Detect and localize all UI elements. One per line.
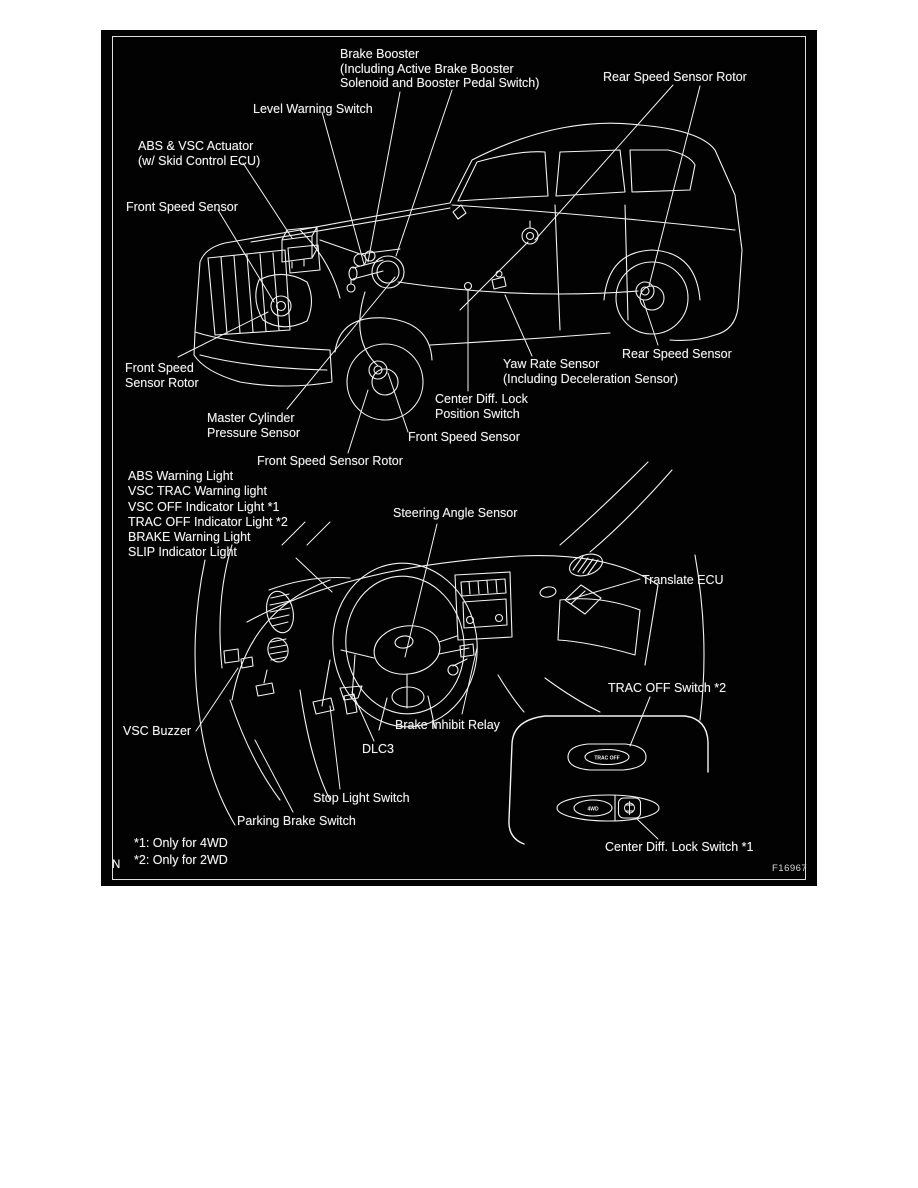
label-abs-vsc-actuator: ABS & VSC Actuator(w/ Skid Control ECU) [138,139,261,168]
label-parking-brake-switch: Parking Brake Switch [237,814,356,828]
diff-lock-icon [624,801,635,815]
leader-brake-booster-2 [395,89,453,257]
vehicle-drawing [193,122,743,421]
label-center-diff-lock-switch: Center Diff. Lock Switch *1 [605,840,754,854]
label-dlc3: DLC3 [362,742,394,756]
leader-front-rotor-bottom [347,389,369,454]
leader-front-speed-sensor-upper [217,209,275,303]
leader-steering-angle-sensor [404,523,438,658]
figure-code: F16967 [772,863,808,874]
leader-brake-booster-1 [367,91,401,263]
leader-brake-inhibit-relay [461,647,478,715]
label-steering-angle-sensor: Steering Angle Sensor [393,506,518,520]
leader-trac-off-switch [629,696,651,747]
leader-warning-lights-3 [295,557,333,593]
leader-dlc3 [351,691,375,742]
trac-off-switch-drawing: TRAC OFF [567,743,647,771]
label-rear-speed-sensor: Rear Speed Sensor [622,347,732,361]
leader-abs-vsc-actuator [242,162,293,239]
inset-panel [508,715,709,845]
label-footnote-1: *1: Only for 4WD [134,836,228,850]
leader-parking-brake-switch [254,739,294,813]
diff-lock-button [617,797,642,819]
leader-center-diff-switch [635,817,659,840]
label-yaw-rate-sensor: Yaw Rate Sensor(Including Deceleration S… [503,357,679,386]
label-stop-light-switch: Stop Light Switch [313,791,410,805]
label-front-speed-sensor-rotor-bottom: Front Speed Sensor Rotor [257,454,403,468]
corner-mark: N [112,859,121,871]
label-front-speed-sensor-upper: Front Speed Sensor [126,200,238,214]
leader-vsc-buzzer [195,667,239,732]
label-brake-inhibit-relay: Brake Inhibit Relay [395,718,500,732]
label-translate-ecu: Translate ECU [642,573,724,587]
four-wd-button-label: 4WD [587,807,599,813]
dashboard-drawing [194,461,705,826]
leader-warning-lights-2 [306,521,331,546]
label-vsc-buzzer: VSC Buzzer [123,724,192,738]
label-brake-booster: Brake Booster(Including Active Brake Boo… [340,47,540,90]
leader-rear-rotor-far [534,84,674,241]
leader-front-speed-sensor-lower [387,372,409,433]
label-level-warning-switch: Level Warning Switch [253,102,373,116]
leader-level-warning-switch [321,111,365,265]
label-footnote-2: *2: Only for 2WD [134,853,228,867]
leader-yaw-rate-sensor [504,294,533,357]
leader-lines [177,84,701,840]
leader-warning-lights-1 [281,521,306,546]
center-diff-lock-switch-drawing: 4WD [556,794,660,822]
trac-off-button-label: TRAC OFF [594,756,619,762]
leader-rear-speed-sensor [642,299,659,346]
leader-rear-rotor-near [648,85,701,287]
leader-front-rotor-left [177,311,269,358]
component-location-diagram: TRAC OFF 4WD [101,30,817,886]
label-trac-off-switch: TRAC OFF Switch *2 [608,681,727,695]
leader-master-cylinder [286,276,396,410]
leader-stop-light-switch [329,705,341,790]
label-rear-speed-sensor-rotor: Rear Speed Sensor Rotor [603,70,747,84]
leader-translate-ecu [567,578,641,601]
diagram-artwork: TRAC OFF 4WD [177,84,743,845]
label-front-speed-sensor-lower: Front Speed Sensor [408,430,520,444]
